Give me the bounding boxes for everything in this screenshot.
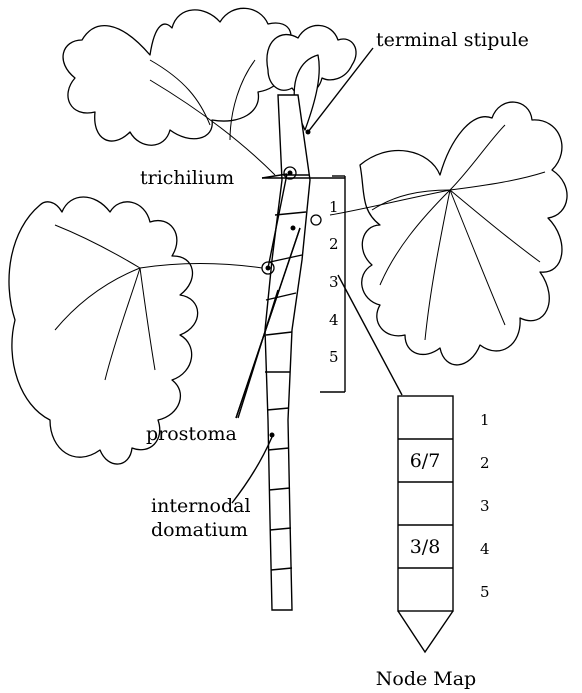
node-map-row-number-2: 2 [480,454,490,472]
node-map-title: Node Map [376,668,476,690]
stem-number-3: 3 [329,273,339,291]
stem-number-1: 1 [329,198,339,216]
node-map-row-number-1: 1 [480,411,490,429]
label-terminal-stipule: terminal stipule [376,29,529,51]
stem-number-2: 2 [329,235,339,253]
leaf-upper-left [63,8,291,175]
node-map-row-number-5: 5 [480,583,490,601]
node-map: 6/7 3/8 1 2 3 4 5 Node Map [376,396,490,690]
stem-number-5: 5 [329,348,339,366]
stem-bracket-numbers: 1 2 3 4 5 [329,198,339,366]
node-map-cell-4: 3/8 [410,536,441,558]
label-trichilium: trichilium [140,167,234,189]
label-internodal-domatium-line2: domatium [151,519,248,541]
stem [262,95,321,610]
node-map-row-number-4: 4 [480,540,490,558]
label-internodal-domatium-line1: internodal [151,495,251,517]
label-prostoma: prostoma [146,423,237,445]
node-map-row-number-3: 3 [480,497,490,515]
stem-number-4: 4 [329,311,339,329]
node-map-cell-2: 6/7 [410,450,441,472]
